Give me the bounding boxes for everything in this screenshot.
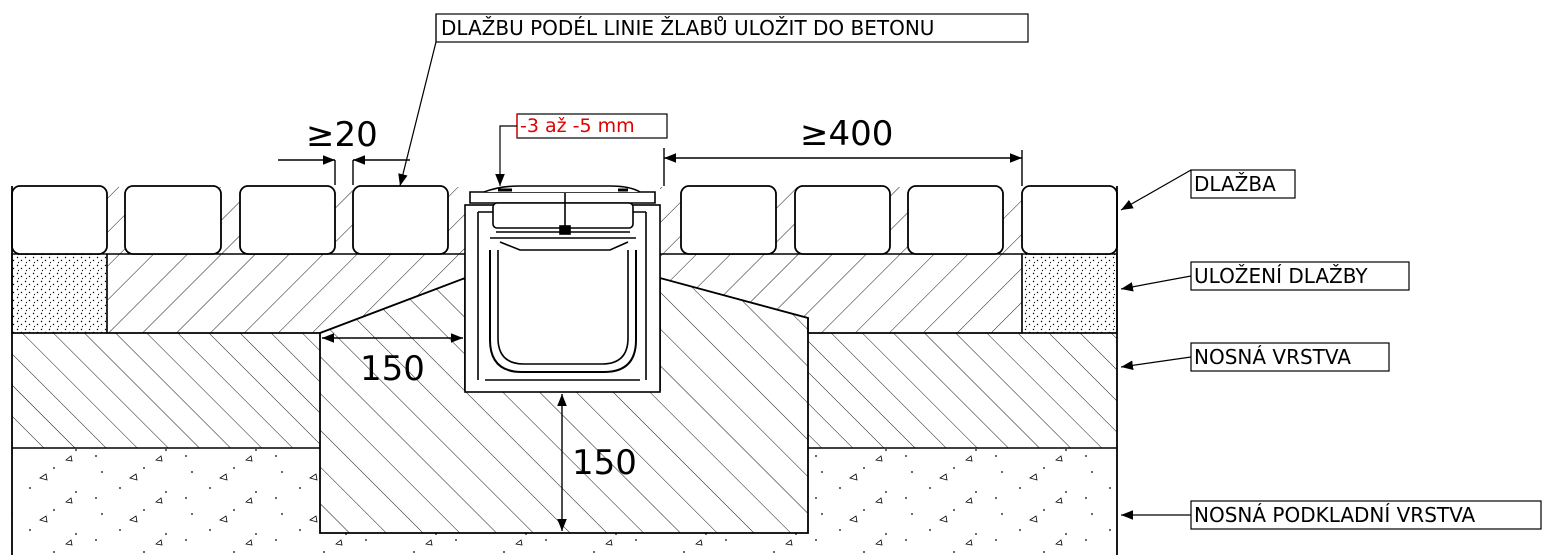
- label-dlazba: DLAŽBA: [1194, 172, 1276, 196]
- bottom-concrete-label: 150: [572, 443, 637, 483]
- paving-stones: [11, 185, 1118, 255]
- concrete-note-text: DLAŽBU PODÉL LINIE ŽLABŮ ULOŽIT DO BETON…: [441, 16, 934, 40]
- label-podkladni: NOSNÁ PODKLADNÍ VRSTVA: [1194, 503, 1476, 527]
- side-concrete-label: 150: [360, 349, 425, 389]
- distance-label: ≥400: [800, 114, 893, 154]
- tolerance-text: -3 až -5 mm: [520, 115, 635, 137]
- joint-width-dimension: [278, 155, 410, 185]
- joint-width-label: ≥20: [306, 115, 378, 155]
- label-ulozeni: ULOŽENÍ DLAŽBY: [1194, 264, 1368, 288]
- channel-grate: [469, 185, 656, 251]
- distance-dimension: [663, 148, 1023, 186]
- drainage-channel: [464, 204, 661, 393]
- layer-labels: DLAŽBA ULOŽENÍ DLAŽBY NOSNÁ VRSTVA NOSNÁ…: [1120, 169, 1542, 530]
- sand-bed-left: [11, 253, 108, 334]
- label-nosna: NOSNÁ VRSTVA: [1194, 345, 1351, 369]
- sand-bed-right: [1021, 253, 1118, 334]
